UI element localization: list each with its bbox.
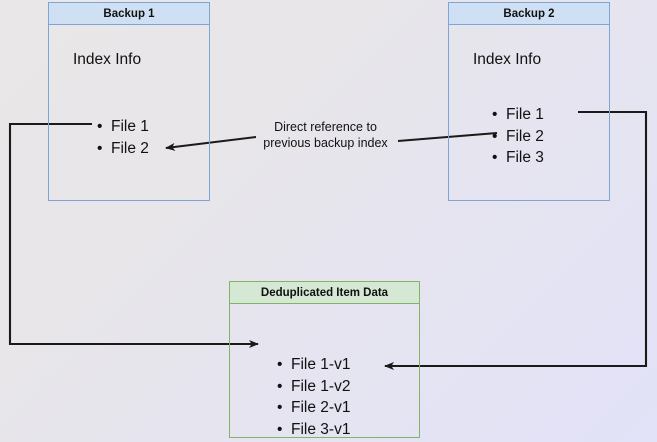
list-item: File 2 [97, 138, 149, 160]
node-backup-2-body: Index Info File 1 File 2 File 3 [449, 25, 609, 200]
backup-1-file-list: File 1 File 2 [97, 116, 149, 159]
list-item: File 3 [492, 147, 544, 169]
edge-backup2-to-dedup [384, 110, 648, 370]
node-backup-1-body: Index Info File 1 File 2 [49, 25, 209, 200]
list-item: File 1 [492, 104, 544, 126]
list-item: File 1 [97, 116, 149, 138]
edge-backup1-to-dedup [8, 122, 259, 348]
edge-label-line-2: previous backup index [263, 135, 388, 150]
edge-label-to-backup1 [165, 135, 257, 151]
node-deduplicated-item-data-header: Deduplicated Item Data [230, 282, 419, 304]
dedup-file-list: File 1-v1 File 1-v2 File 2-v1 File 3-v1 [277, 354, 350, 440]
list-item: File 1-v1 [277, 354, 350, 376]
edge-label-line-1: Direct reference to [274, 120, 377, 134]
list-item: File 2 [492, 126, 544, 148]
node-backup-2[interactable]: Backup 2 Index Info File 1 File 2 File 3 [448, 2, 610, 201]
edge-label-direct-reference: Direct reference to previous backup inde… [248, 120, 403, 151]
backup-1-index-info-label: Index Info [73, 51, 142, 68]
node-deduplicated-item-data-body: File 1-v1 File 1-v2 File 2-v1 File 3-v1 [230, 304, 419, 440]
backup-2-file-list: File 1 File 2 File 3 [492, 104, 544, 169]
node-backup-2-header: Backup 2 [449, 3, 609, 25]
list-item: File 2-v1 [277, 397, 350, 419]
node-deduplicated-item-data[interactable]: Deduplicated Item Data File 1-v1 File 1-… [229, 281, 420, 440]
node-backup-1[interactable]: Backup 1 Index Info File 1 File 2 [48, 2, 210, 201]
node-backup-1-header: Backup 1 [49, 3, 209, 25]
list-item: File 3-v1 [277, 419, 350, 441]
backup-2-index-info-label: Index Info [473, 51, 542, 68]
edge-backup2-to-label [397, 131, 498, 143]
list-item: File 1-v2 [277, 376, 350, 398]
